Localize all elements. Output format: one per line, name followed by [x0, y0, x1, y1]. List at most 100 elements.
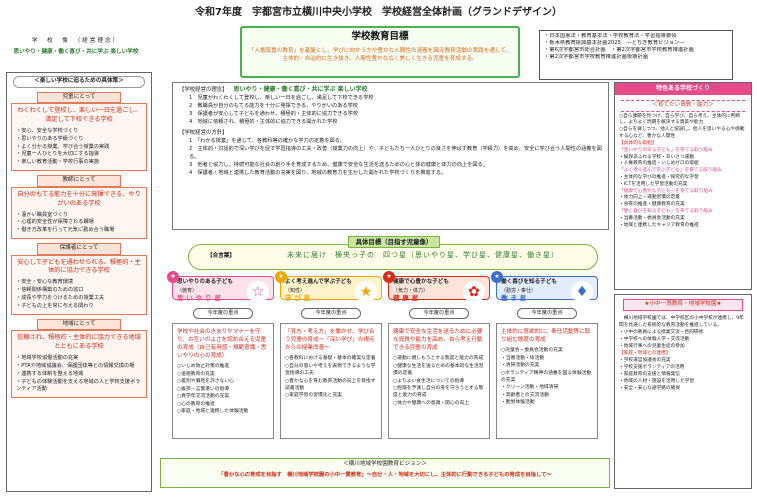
school-motto: 学 校 像 （経営理念） 思いやり・健康・働く喜び・共に学ぶ 楽しい学校 — [6, 38, 146, 70]
focus-label: 今年度の重点 — [409, 308, 469, 320]
section-list: ・温かい職員室づくり・心理的安全性が保障される職場・働き方改革を行って元気に勤め… — [16, 212, 142, 235]
section-goal: 自分のもてる能力を十分に発揮できる、やりがいのある学校 — [17, 190, 141, 207]
section-heading: 地域にとって — [37, 318, 121, 331]
goal-column: ★健康で心豊かな子ども（気力・体力）健康星✿今年度の重点健康で安全な生活を送るた… — [383, 271, 490, 440]
section-heading: 児童にとって — [37, 91, 121, 104]
goal-column-star: 健康星 — [393, 294, 422, 303]
section-list: ・安全・安心な教育環境・信頼関係構築のための窓口・成長や学力をつけるための授業工… — [16, 279, 142, 310]
left-panel-heading: ＜楽しい学校に迫るための具体策＞ — [13, 76, 145, 88]
principle-item: 3 保護者が安心して子どもを通わせ、積極的・主体的に協力できる学校 — [189, 111, 359, 118]
qualities-heading: ＜育てたい資質・能力＞ — [621, 100, 745, 112]
section-goal: 安心して子どもを通わせられる、積極的・主体的に協力できる学校 — [17, 258, 141, 275]
list-item: ・連携する体制を整える地域 — [16, 370, 84, 377]
initiative-item: ・食育の推進・健康教育の充実 — [619, 202, 685, 208]
community-item: ・学校運営協議会の充実 — [619, 357, 671, 363]
list-item: ・働き方改革を行って元気に勤め合う職場 — [16, 227, 115, 234]
list-item: ○危険を予測し自分の身を守ろうとする態度と能力の育成 — [393, 386, 484, 399]
list-item: ・安全・安心な教育環境 — [16, 279, 74, 286]
list-item: ・温かい職員室づくり — [16, 211, 68, 218]
goal-column-title: よく考え進んで学ぶ子ども — [285, 279, 352, 285]
section-list: ・地域学校協働活動の充実・PTAや地域協議会、保護団体等との情報交換の場・連携す… — [16, 355, 142, 394]
list-item: ・よく分かる授業、学び合う授業の実践 — [16, 143, 110, 150]
focus-label: 今年度の重点 — [301, 308, 361, 320]
distinctive-school-panel: 特色ある学校づくり ＜育てたい資質・能力＞ ○自ら課題を見つけ、自ら学び、自ら考… — [614, 82, 752, 290]
star-badge-icon: ★ — [167, 271, 179, 283]
focus-label: 今年度の重点 — [193, 308, 253, 320]
policy-item: 1 「わかる授業」を通じて、各教科等の確かな学力の定着を図る。 — [189, 137, 346, 144]
initiative-item: ・体力向上・運動習慣の定着 — [619, 195, 680, 201]
education-goal-heading: 学校教育目標 — [351, 31, 409, 42]
education-goal-box: 学校教育目標 「人権尊重の教育」を基盤とし、学びに向かう力や豊かな人間性の涵養を… — [240, 26, 520, 78]
goal-column-domain: （気力・体力） — [393, 287, 429, 294]
list-item: ・クリーン活動・地域清掃 — [501, 385, 559, 391]
mascot-icon: ♦ — [571, 281, 593, 303]
vision-heading: ＜横川地域学校園教育ビジョン＞ — [343, 461, 427, 467]
goal-column-header: ★よく考え進んで学ぶ子ども （知性）学び星 ★ — [275, 271, 382, 303]
goal-column-header: ★健康で心豊かな子ども（気力・体力）健康星✿ — [383, 271, 490, 303]
legal-basis-item: ・第6次宇都宮市総合計画 ・第2次宇都宮市学校教育推進計画 — [544, 47, 694, 54]
goal-column-title: 思いやりのある子ども — [177, 279, 233, 285]
list-item: ○家庭学習の習慣化と充実 — [285, 393, 342, 399]
goal-column-domain: （知性） — [285, 287, 306, 294]
goal-column-body: 主体的に意欲的に、奉仕活動等に取り組む態度の育成○児童会・委員会活動の充実・当番… — [496, 323, 598, 440]
list-item: ○児童会・委員会活動の充実 — [501, 348, 563, 354]
list-item: ・PTAや地域協議会、保護団体等との情報交換の場 — [16, 362, 135, 369]
goal-column-star: 働き星 — [501, 294, 530, 303]
initiative-item: 「健康で心豊かな子ども」を育てる取り組み — [619, 188, 713, 194]
list-item: ・高齢者との交流活動 — [501, 392, 549, 398]
goal-column-domain: （徳育） — [177, 287, 198, 294]
list-item: ・児童一人ひとりを大切にする指導 — [16, 151, 99, 158]
goal-column-star: 学び星 — [285, 294, 314, 303]
list-item: ○体力や健康への意識・関心の向上 — [393, 400, 470, 406]
concrete-goal-box: 【合言葉】 未来に届け 横央っ子の 四つ星（思いやり星、学び星、健康星、働き星） — [188, 244, 598, 270]
list-item: ○差別や偏見を許さない心 — [177, 379, 234, 385]
mascot-icon: ✿ — [463, 281, 485, 303]
goal-column-header: ★思いやりのある子ども（徳育）思いやり星☆ — [167, 271, 274, 303]
star-badge-icon: ★ — [275, 271, 287, 283]
management-principles: 【学校経営の理念】思いやり・健康・働く喜び・共に学ぶ 楽しい学校 1 児童がわく… — [172, 82, 609, 230]
goal-column-focus: 学校や社会のきまりやマナーを守り、お互いのよさを認め合える児童の育成（自己有用感… — [177, 329, 267, 360]
list-item: ○家庭・地域と連携した体験活動 — [177, 408, 249, 414]
list-item: ○いじめ防止対策の推進 — [177, 364, 230, 370]
distinctive-school-heading: 特色ある学校づくり — [615, 83, 751, 96]
list-item: ・勤労体験活動 — [501, 400, 535, 406]
initiative-item: ・ICTを活用した学習活動の充実 — [619, 181, 688, 187]
list-item: ・成長や学力をつけるための授業工夫 — [16, 295, 105, 302]
goal-text: 未来に届け 横央っ子の 四つ星（思いやり星、学び星、健康星、働き星） — [287, 251, 559, 259]
goal-column-domain: （勤労・奉仕） — [501, 287, 537, 294]
initiative-item: ・挨拶あふれる学校・あいさつ運動 — [619, 154, 695, 160]
list-item: ○異学年交流活動の充実 — [177, 394, 230, 400]
list-item: ○挨拶・言葉遣いの指導 — [177, 386, 230, 392]
legal-basis-box: ・日本国憲法・教育基本法・学校教育法・学習指導要領 ・栃木県教育振興基本計画20… — [539, 30, 733, 80]
left-measures-panel: ＜楽しい学校に迫るための具体策＞ 児童にとってわくわくして登校し、楽しい一日を過… — [6, 72, 152, 492]
goal-column-header: ★働く喜びを知る子ども（勤労・奉仕）働き星♦ — [491, 271, 598, 303]
initiative-item: 【具体的な取組】 — [619, 140, 657, 146]
star-badge-icon: ★ — [383, 271, 395, 283]
principles-heading: 【学校経営の理念】思いやり・健康・働く喜び・共に学ぶ 楽しい学校 — [179, 86, 368, 93]
vision-body: 「豊かな心の育成を目指す 横川地域学校園の小中一貫教育」〜自分・人・地域を大切に… — [218, 471, 552, 478]
list-item: ○よりよい食生活についての指導 — [393, 378, 465, 384]
principle-item: 2 教職員が自分のもてる能力を十分に発揮できる、やりがいのある学校 — [189, 103, 358, 110]
list-item: ・思いやりのある学級づくり — [16, 135, 84, 142]
goal-column-body: 「見方・考え方」を働かせ、学び合う児童の育成〜「深い学び」の視点からの授業改善〜… — [280, 323, 382, 440]
policy-item: 2 主体的・対話的で深い学びを促す学習指導の工夫・改善（授業力の向上）や、子ども… — [189, 145, 602, 160]
mascot-icon: ★ — [355, 281, 377, 303]
policy-item: 3 他者と協力し、持続可能な社会の創り手を育成するため、健康で安全な生活を送るた… — [189, 162, 488, 169]
initiative-item: ・地域と連携したキャリア教育の推進 — [619, 222, 699, 228]
section-list: ・安心、安全な学校づくり・思いやりのある学級づくり・よく分かる授業、学び合う授業… — [16, 128, 142, 167]
principle-item: 1 児童がわくわくして登校し、楽しい一日を過ごし、満足して下校できる学校 — [189, 95, 374, 102]
initiative-item: ・主体的な学びの推進・探究的な学習 — [619, 174, 699, 180]
section-box: 安心して子どもを通わせられる、積極的・主体的に協力できる学校・安全・安心な教育環… — [11, 254, 147, 315]
community-item: ・学校支援ボランティアの活用 — [619, 364, 685, 370]
mascot-icon: ☆ — [247, 281, 269, 303]
initiative-item: 「働く喜びを知る子ども」を育てる取り組み — [619, 209, 713, 215]
community-item: ・中学校への体験入学・交流活動 — [619, 336, 690, 342]
legal-basis-item: ・日本国憲法・教育基本法・学校教育法・学習指導要領 — [544, 33, 677, 39]
goal-column-body: 健康で安全な生活を送るために必要な資質や能力を高め、自ら考え行動できる児童の育成… — [388, 323, 490, 440]
motto-label: 学 校 像 （経営理念） — [31, 38, 121, 44]
policy-heading: 【学校経営の方針】 — [179, 129, 228, 136]
section-box: 自分のもてる能力を十分に発揮できる、やりがいのある学校・温かい職員室づくり・心理… — [11, 186, 147, 239]
policy-item: 4 保護者・地域と連携した教育活動の充実を図り、地域の教育力を生かした開かれた学… — [189, 170, 447, 177]
star-badge-icon: ★ — [491, 271, 503, 283]
list-item: ・楽しい教育活動・学校行事の実施 — [16, 159, 100, 166]
